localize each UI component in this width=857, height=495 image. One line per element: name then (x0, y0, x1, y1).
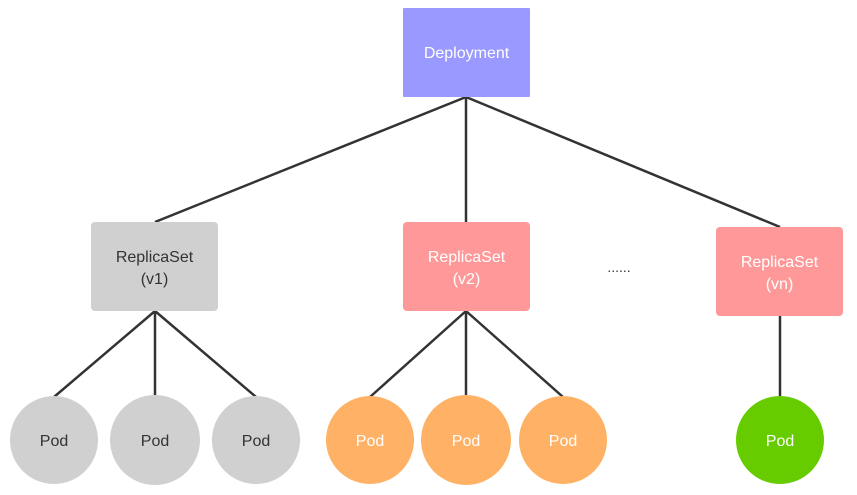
pod-label: Pod (452, 433, 480, 450)
replicaset-version: (v2) (453, 271, 481, 288)
replicaset-version: (vn) (766, 276, 794, 293)
edge-replicaset-v2-pod-1 (369, 310, 467, 398)
pod-circle (421, 395, 511, 485)
pod-circle (519, 396, 607, 484)
pod-label: Pod (549, 433, 577, 450)
replicaset-node-v2[interactable]: ReplicaSet (v2) (403, 222, 530, 311)
edges (53, 95, 782, 398)
pod-circle (736, 396, 824, 484)
pod-node[interactable]: Pod (736, 396, 824, 484)
replicaset-box (91, 222, 218, 311)
pod-node[interactable]: Pod (110, 395, 200, 485)
pod-node[interactable]: Pod (10, 396, 98, 484)
pod-label: Pod (141, 433, 169, 450)
pod-circle (10, 396, 98, 484)
pod-label: Pod (40, 433, 68, 450)
pod-node[interactable]: Pod (519, 396, 607, 484)
pod-node[interactable]: Pod (326, 396, 414, 484)
replicaset-version: (v1) (141, 271, 169, 288)
replicaset-label: ReplicaSet (741, 254, 819, 271)
pod-circle (326, 396, 414, 484)
replicaset-node-vn[interactable]: ReplicaSet (vn) (716, 227, 843, 316)
pod-label: Pod (766, 433, 794, 450)
pod-label: Pod (356, 433, 384, 450)
deployment-node[interactable]: Deployment (403, 8, 530, 97)
pod-node[interactable]: Pod (421, 395, 511, 485)
edge-deployment-replicaset-vn (465, 95, 781, 229)
replicaset-label: ReplicaSet (428, 249, 506, 266)
replicaset-box (716, 227, 843, 316)
deployment-box (403, 8, 530, 97)
pod-label: Pod (242, 433, 270, 450)
replicaset-label: ReplicaSet (116, 249, 194, 266)
edge-replicaset-v1-pod-1 (53, 310, 156, 398)
edge-replicaset-v2-pod-3 (465, 310, 564, 398)
ellipsis: ...... (607, 259, 630, 275)
pod-node[interactable]: Pod (212, 396, 300, 484)
edge-replicaset-v1-pod-3 (154, 310, 257, 398)
replicaset-box (403, 222, 530, 311)
edge-deployment-replicaset-v1 (154, 95, 467, 224)
deployment-label: Deployment (424, 45, 510, 62)
pod-circle (110, 395, 200, 485)
replicaset-node-v1[interactable]: ReplicaSet (v1) (91, 222, 218, 311)
pod-circle (212, 396, 300, 484)
